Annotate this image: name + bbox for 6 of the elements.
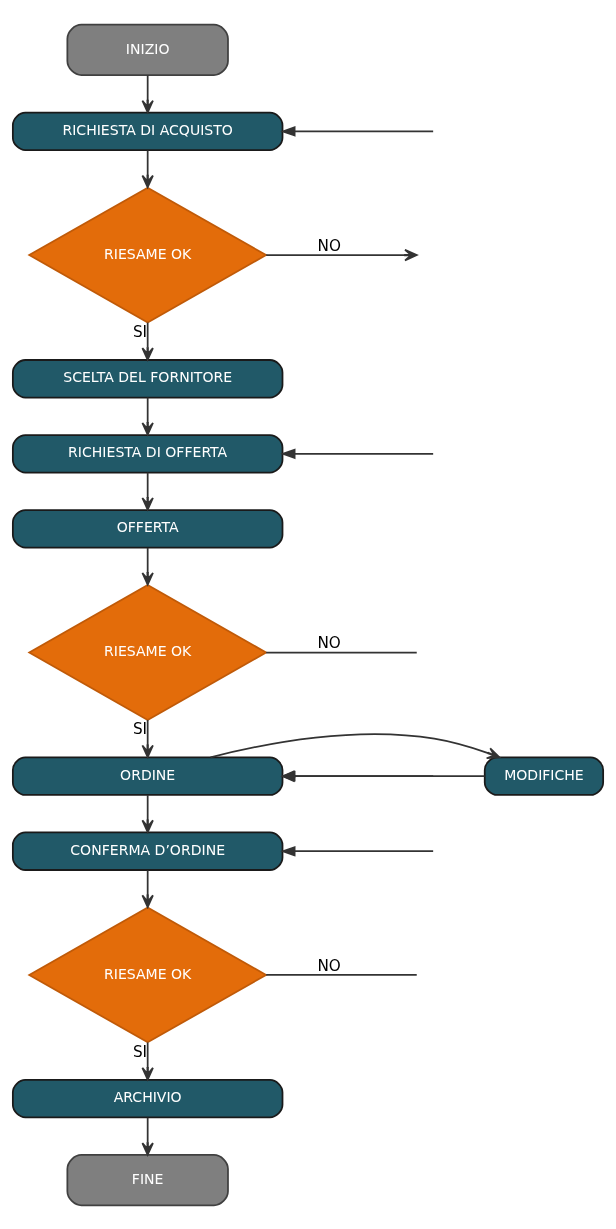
edge-label: NO	[317, 956, 341, 975]
edge-label: NO	[317, 633, 341, 652]
edge-label: SI	[132, 1042, 148, 1061]
edge-label: NO	[317, 236, 341, 255]
edge-label: SI	[132, 322, 148, 341]
edge-label: SI	[132, 719, 148, 738]
